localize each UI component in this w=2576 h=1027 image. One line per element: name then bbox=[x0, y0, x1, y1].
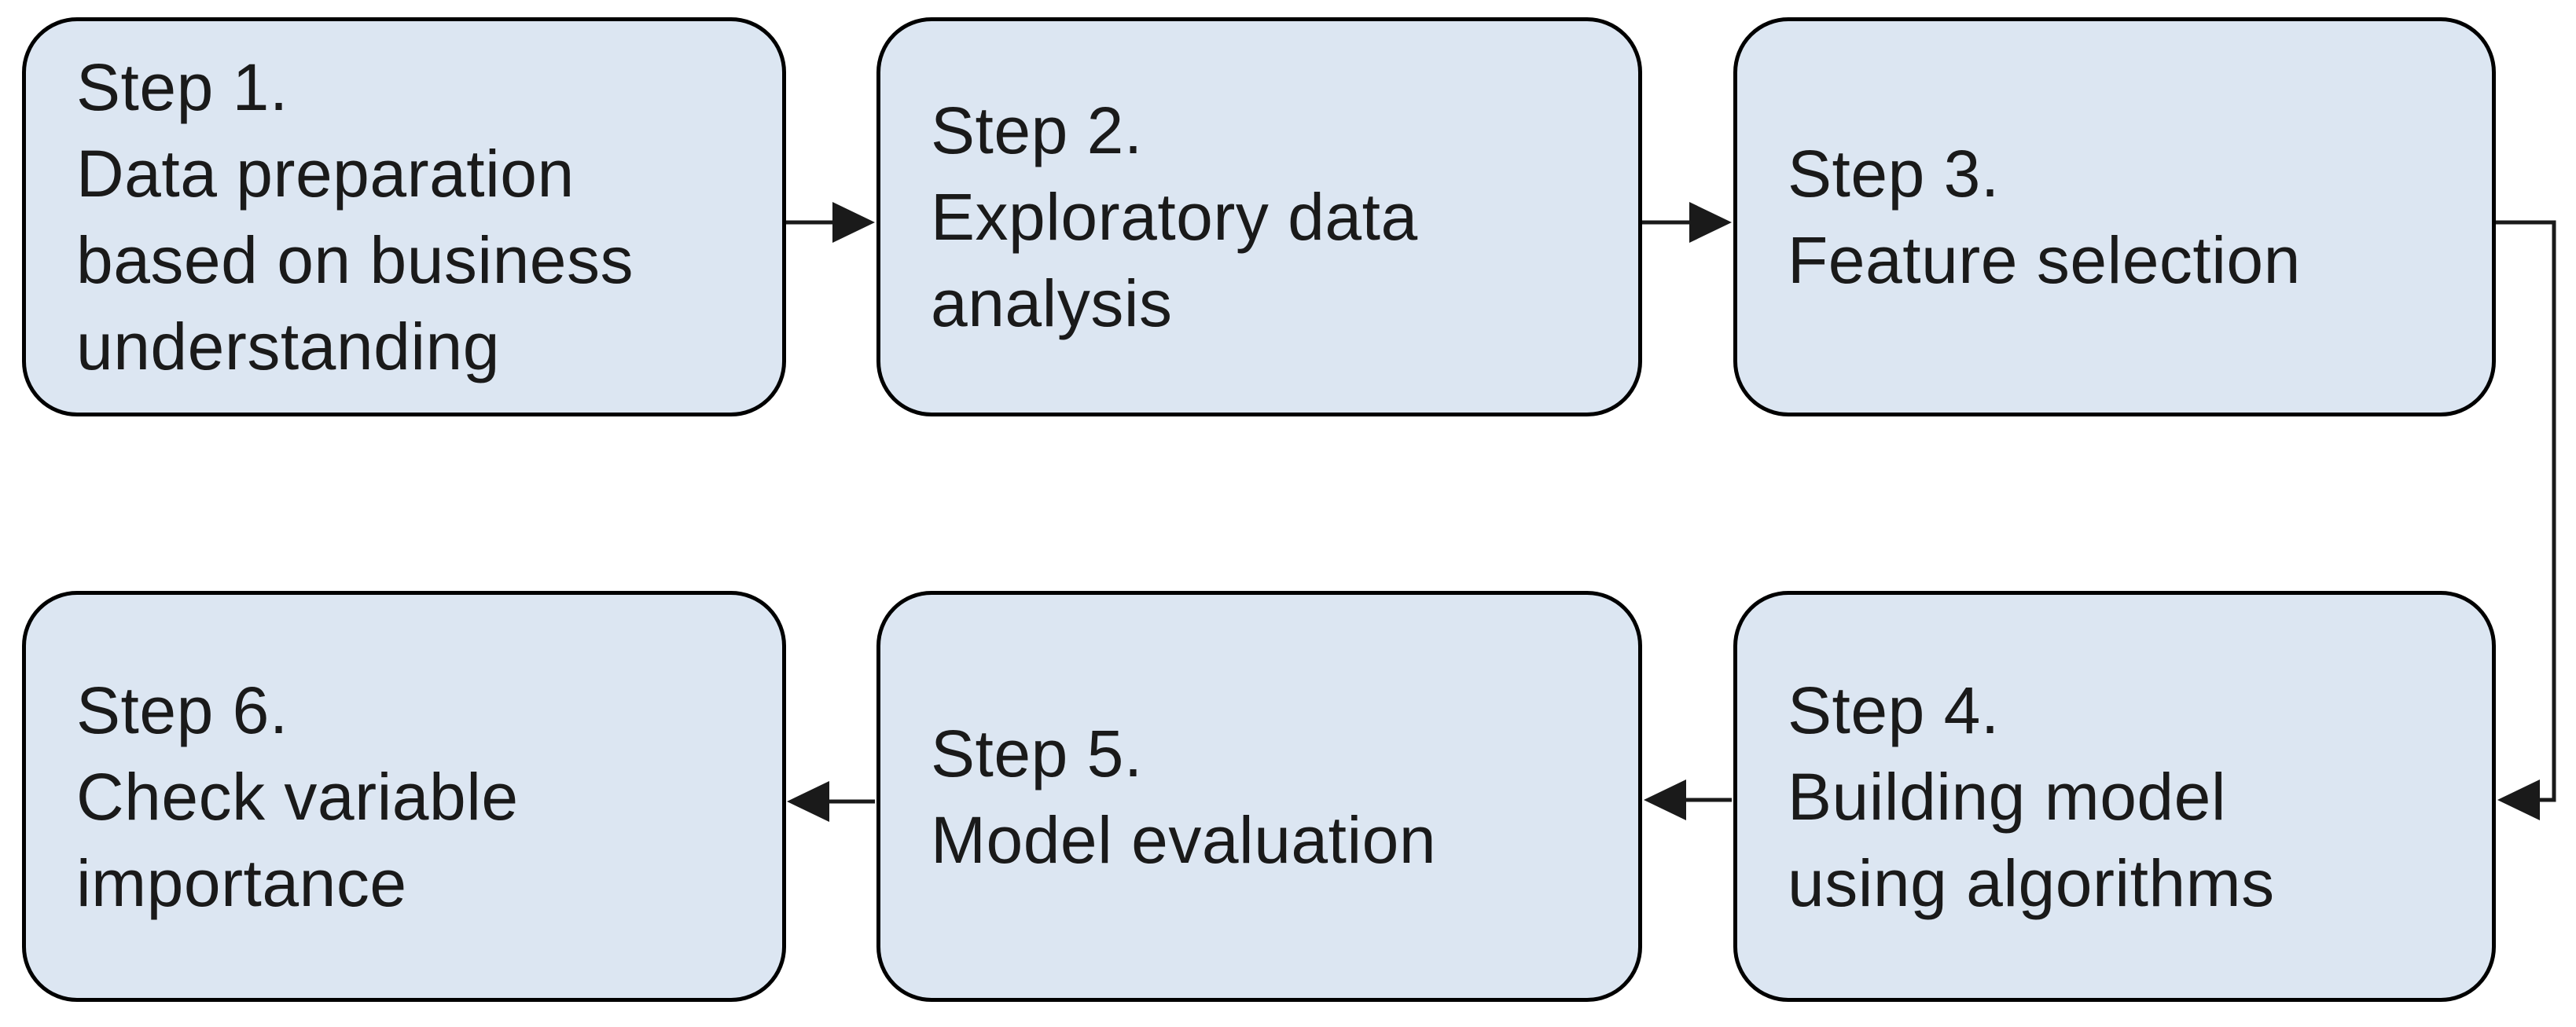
step-5-box: Step 5. Model evaluation bbox=[876, 591, 1642, 1002]
arrow-step4-to-step5 bbox=[1644, 779, 1732, 820]
step-6-label: Step 6. Check variable importance bbox=[76, 673, 519, 920]
step-2-label: Step 2. Exploratory data analysis bbox=[931, 94, 1418, 340]
step-3-label: Step 3. Feature selection bbox=[1788, 137, 2301, 297]
step-3-box: Step 3. Feature selection bbox=[1733, 17, 2496, 416]
step-1-label: Step 1. Data preparation based on busine… bbox=[76, 50, 634, 383]
arrow-step5-to-step6 bbox=[787, 781, 875, 822]
step-4-label: Step 4. Building model using algorithms bbox=[1788, 673, 2275, 920]
arrow-step2-to-step3 bbox=[1642, 202, 1732, 243]
step-6-box: Step 6. Check variable importance bbox=[22, 591, 786, 1002]
step-1-box: Step 1. Data preparation based on busine… bbox=[22, 17, 786, 416]
step-2-box: Step 2. Exploratory data analysis bbox=[876, 17, 1642, 416]
step-4-box: Step 4. Building model using algorithms bbox=[1733, 591, 2496, 1002]
arrow-step3-to-step4 bbox=[2496, 220, 2556, 820]
step-5-label: Step 5. Model evaluation bbox=[931, 716, 1437, 877]
arrow-step1-to-step2 bbox=[786, 202, 875, 243]
